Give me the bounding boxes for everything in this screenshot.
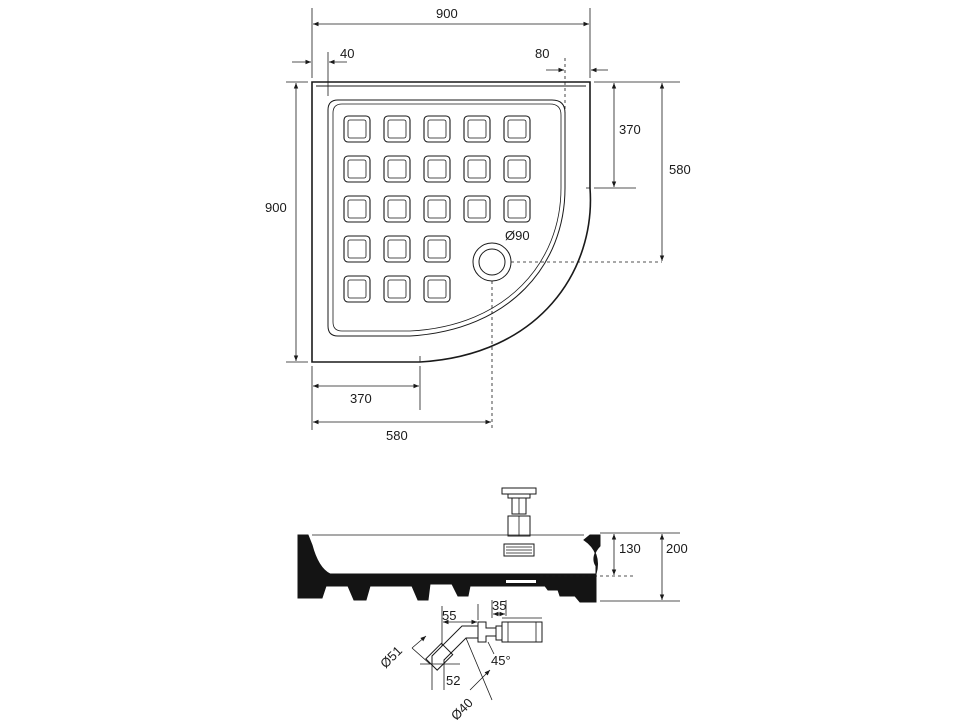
drain-body-part (507, 515, 531, 537)
anti-slip-tile-inner (347, 159, 367, 179)
anti-slip-tile-inner (347, 239, 367, 259)
anti-slip-tile-inner (427, 159, 447, 179)
drain-cover-part (501, 487, 537, 515)
dim-rim-right: 80 (535, 46, 549, 61)
section-view: 130 200 (297, 487, 688, 603)
anti-slip-tile-inner (347, 279, 367, 299)
basin-outline (327, 99, 566, 337)
dim-drain-offset-right: 580 (669, 162, 691, 177)
anti-slip-tile-inner (427, 119, 447, 139)
anti-slip-tile-inner (347, 199, 367, 219)
dim-drain-left: 370 (350, 391, 372, 406)
anti-slip-tile-inner (507, 199, 527, 219)
basin-inner-line (332, 103, 562, 332)
anti-slip-tile-inner (427, 199, 447, 219)
ext-line (465, 637, 493, 701)
drain-label: Ø90 (505, 228, 530, 243)
tray-outline (311, 81, 592, 363)
dim-width: 900 (436, 6, 458, 21)
anti-slip-tile-inner (387, 199, 407, 219)
anti-slip-tile-inner (507, 119, 527, 139)
anti-slip-tile-inner (347, 119, 367, 139)
dim-rim-left: 40 (340, 46, 354, 61)
dim-depth: 130 (619, 541, 641, 556)
dim-drain-top: 370 (619, 122, 641, 137)
tray-section-profile (297, 534, 601, 603)
dim-line-d51 (411, 647, 431, 665)
dim-55: 55 (442, 608, 456, 623)
outlet-pipe (425, 621, 496, 671)
anti-slip-tiles (343, 115, 531, 303)
anti-slip-tile-inner (387, 239, 407, 259)
anti-slip-tile-inner (467, 159, 487, 179)
dim-height: 900 (265, 200, 287, 215)
dim-35: 35 (492, 598, 506, 613)
anti-slip-tile-inner (507, 159, 527, 179)
anti-slip-tile-inner (387, 279, 407, 299)
dim-line-d40 (469, 669, 491, 691)
anti-slip-tile-inner (467, 199, 487, 219)
drain-inner (478, 248, 506, 276)
dim-drain-offset-bottom: 580 (386, 428, 408, 443)
dim-line-45 (487, 641, 495, 655)
dim-line-d51 (411, 635, 427, 649)
plan-view: Ø90 900 40 80 900 370 580 (265, 6, 691, 443)
trap-body (495, 617, 543, 643)
anti-slip-tile-inner (387, 159, 407, 179)
anti-slip-tile-inner (427, 279, 447, 299)
dim-d40: Ø40 (448, 695, 476, 720)
anti-slip-tile-inner (387, 119, 407, 139)
anti-slip-tile-inner (467, 119, 487, 139)
dim-45: 45° (491, 653, 511, 668)
dim-52: 52 (446, 673, 460, 688)
waste-trap-detail: 55 35 Ø51 45° 52 Ø40 (377, 598, 543, 720)
dim-d51: Ø51 (377, 643, 405, 671)
drain-thread-part (503, 543, 535, 557)
section-drain-slot (506, 580, 536, 583)
anti-slip-tile-inner (427, 239, 447, 259)
dim-total-height: 200 (666, 541, 688, 556)
